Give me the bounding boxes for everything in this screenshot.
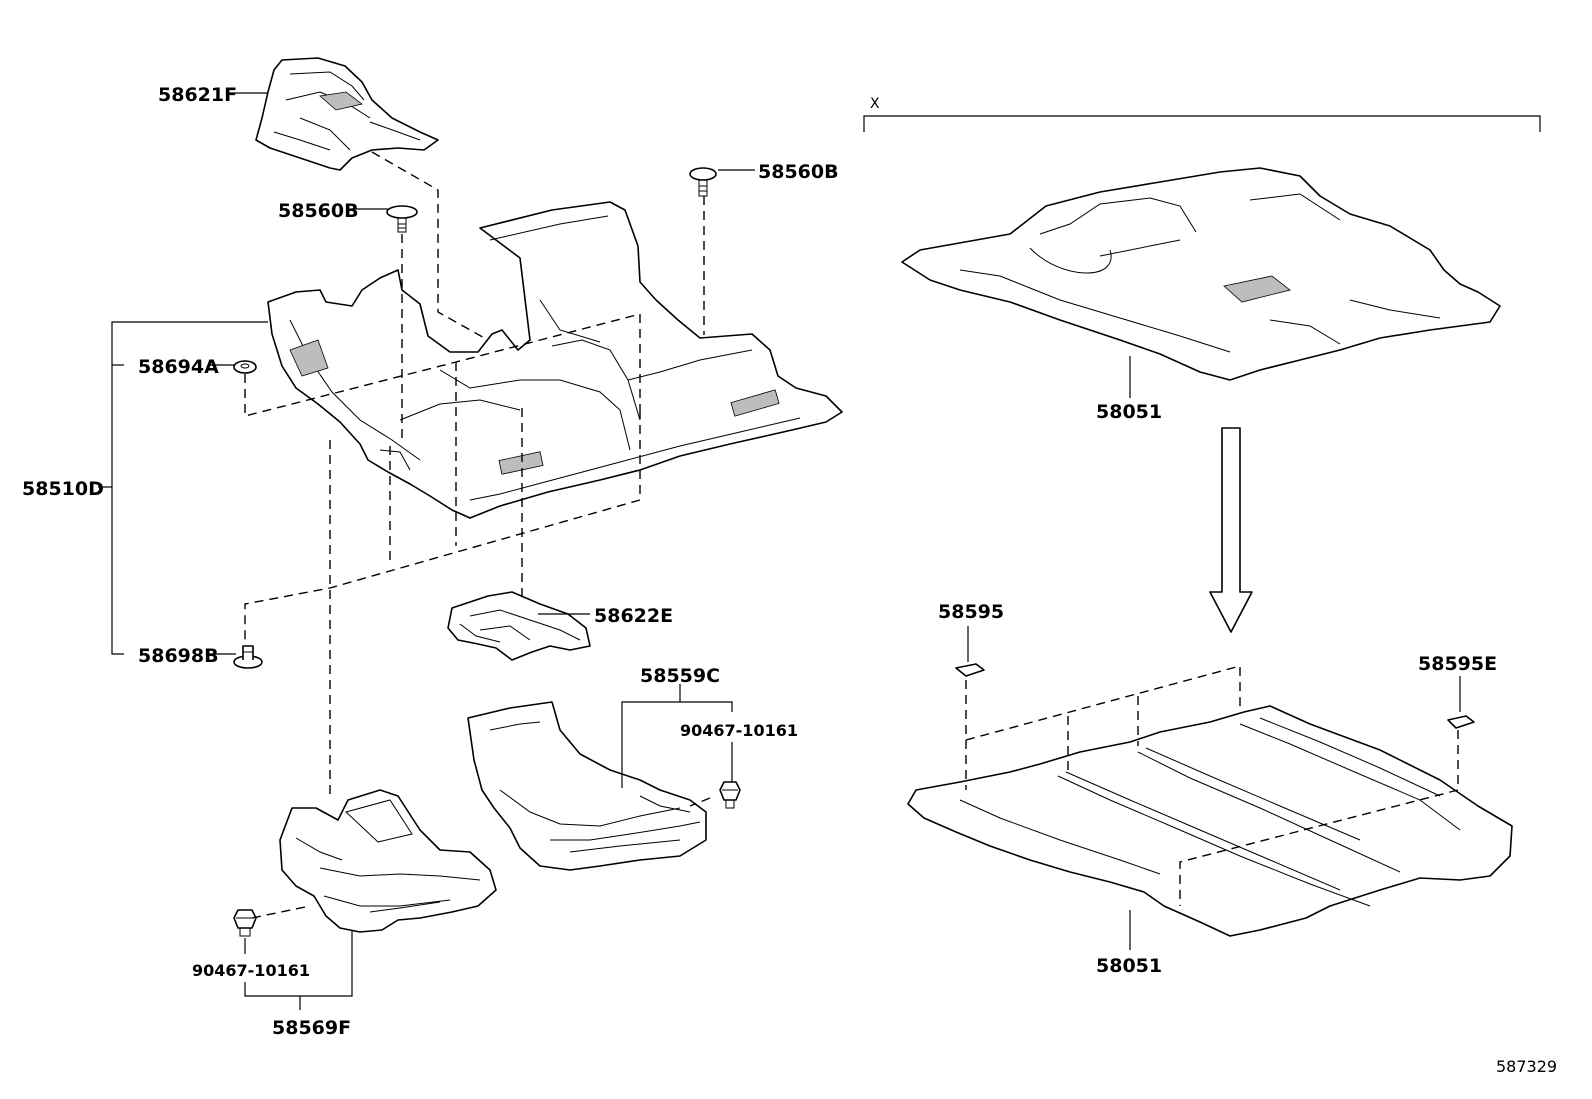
part-58051-bottom-drawing bbox=[907, 705, 1513, 937]
label-58621F: 58621F bbox=[158, 84, 237, 106]
clip-58560B-left bbox=[386, 205, 418, 233]
part-58569F-drawing bbox=[279, 789, 497, 933]
clip-58698B bbox=[233, 645, 263, 669]
label-58622E: 58622E bbox=[594, 605, 673, 627]
pad-58595E bbox=[1447, 715, 1475, 729]
label-58559C: 58559C bbox=[640, 665, 720, 687]
label-90467-10161-right: 90467-10161 bbox=[680, 721, 798, 740]
clip-58560B-right bbox=[689, 167, 717, 197]
part-58621F-drawing bbox=[255, 57, 439, 171]
label-58051-bottom: 58051 bbox=[1096, 955, 1162, 977]
diagram-id: 587329 bbox=[1496, 1057, 1557, 1076]
clip-90467-10161-right bbox=[719, 781, 741, 809]
label-58510D: 58510D bbox=[22, 478, 104, 500]
part-58510D-drawing bbox=[267, 201, 843, 519]
leader-lines-right bbox=[967, 356, 1461, 950]
leader-lines-left bbox=[98, 92, 755, 1010]
label-58595E: 58595E bbox=[1418, 653, 1497, 675]
label-58560B-right: 58560B bbox=[758, 161, 839, 183]
part-58622E-drawing bbox=[447, 591, 591, 661]
label-58694A: 58694A bbox=[138, 356, 219, 378]
down-arrow bbox=[1209, 427, 1253, 633]
label-58698B: 58698B bbox=[138, 645, 219, 667]
label-58051-top: 58051 bbox=[1096, 401, 1162, 423]
label-58569F: 58569F bbox=[272, 1017, 351, 1039]
label-58560B-left: 58560B bbox=[278, 200, 359, 222]
variant-marker-x: X bbox=[870, 96, 880, 112]
pad-58595 bbox=[955, 663, 985, 677]
part-58051-top-drawing bbox=[901, 167, 1501, 381]
part-58559C-drawing bbox=[467, 701, 707, 871]
assembly-lines-left bbox=[244, 151, 711, 919]
variant-bracket bbox=[863, 115, 1541, 132]
label-90467-10161-left: 90467-10161 bbox=[192, 961, 310, 980]
clip-58694A bbox=[233, 360, 257, 374]
label-58595: 58595 bbox=[938, 601, 1004, 623]
clip-90467-10161-left bbox=[233, 909, 257, 937]
assembly-lines-right bbox=[965, 665, 1459, 906]
